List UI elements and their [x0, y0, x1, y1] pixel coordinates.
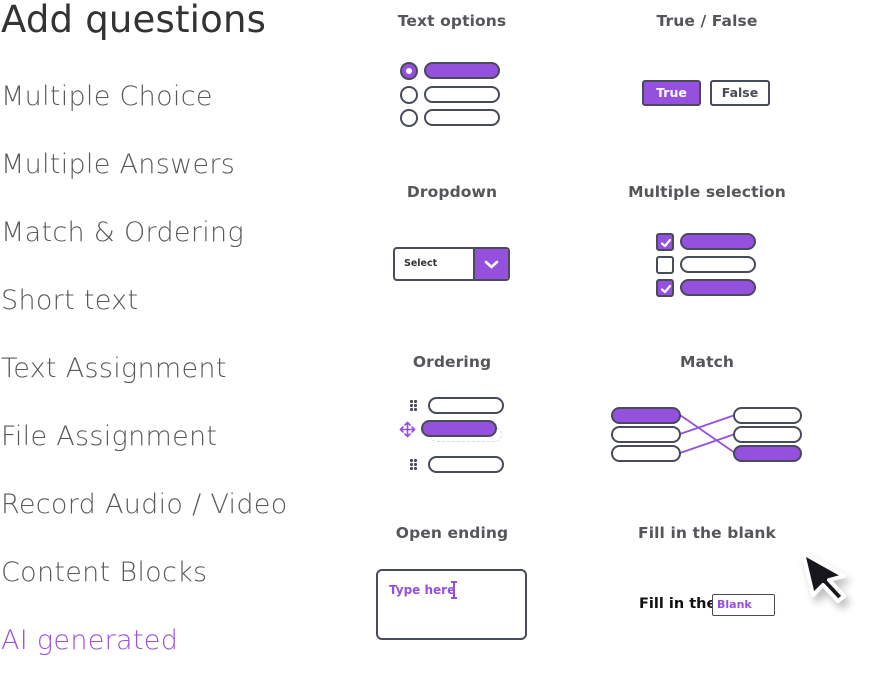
radio-unselected[interactable] [400, 86, 418, 104]
radio-unselected[interactable] [400, 109, 418, 127]
chevron-down-icon [484, 260, 499, 269]
match-left-item[interactable] [611, 445, 681, 462]
menu-item-file-assignment[interactable]: File Assignment [1, 421, 218, 452]
option-pill [680, 233, 756, 250]
select-dropdown[interactable]: Select [393, 247, 510, 281]
match-right-item[interactable] [733, 426, 802, 443]
menu-item-multiple-answers[interactable]: Multiple Answers [1, 149, 236, 180]
order-item[interactable] [428, 397, 504, 414]
option-pill [680, 256, 756, 273]
open-answer-textarea[interactable]: Type here [376, 569, 527, 640]
card-title: Dropdown [406, 183, 498, 201]
checkbox-unchecked[interactable] [656, 256, 674, 274]
text-cursor-icon [451, 581, 457, 599]
option-pill [424, 109, 500, 126]
fill-sentence: Fill in the [639, 596, 717, 612]
card-title: True / False [656, 12, 758, 30]
menu-item-content-blocks[interactable]: Content Blocks [1, 557, 208, 588]
card-title: Ordering [412, 353, 492, 371]
match-right-item[interactable] [733, 407, 802, 424]
check-icon [660, 284, 672, 294]
menu-item-short-text[interactable]: Short text [1, 285, 139, 316]
order-item[interactable] [428, 456, 504, 473]
match-right-item[interactable] [733, 445, 802, 462]
move-icon[interactable] [399, 421, 416, 438]
checkbox-checked[interactable] [656, 233, 674, 251]
card-title: Match [679, 353, 735, 371]
false-button[interactable]: False [710, 80, 770, 106]
card-title: Fill in the blank [638, 524, 776, 542]
menu-item-multiple-choice[interactable]: Multiple Choice [1, 81, 213, 112]
order-item-dragging[interactable] [421, 420, 497, 437]
page-title: Add questions [1, 0, 267, 41]
blank-input[interactable]: Blank [712, 594, 775, 616]
option-pill [680, 279, 756, 296]
true-button[interactable]: True [642, 80, 701, 106]
blank-value: Blank [717, 598, 752, 611]
checkbox-checked[interactable] [656, 279, 674, 297]
menu-item-text-assignment[interactable]: Text Assignment [1, 353, 227, 384]
menu-item-record-audio-video[interactable]: Record Audio / Video [1, 489, 288, 520]
mouse-pointer-icon [801, 551, 846, 603]
radio-selected[interactable] [400, 62, 418, 80]
menu-item-match-ordering[interactable]: Match & Ordering [1, 217, 244, 248]
card-title: Text options [397, 12, 507, 30]
option-pill [424, 62, 500, 79]
dropdown-value: Select [404, 258, 438, 269]
card-title: Open ending [395, 524, 509, 542]
card-title: Multiple selection [628, 183, 786, 201]
match-left-item[interactable] [611, 407, 681, 424]
check-icon [660, 238, 672, 248]
match-left-item[interactable] [611, 426, 681, 443]
dropdown-toggle[interactable] [473, 249, 508, 279]
menu-item-ai-generated[interactable]: AI generated [1, 625, 179, 656]
textarea-placeholder: Type here [389, 583, 456, 597]
option-pill [424, 86, 500, 103]
